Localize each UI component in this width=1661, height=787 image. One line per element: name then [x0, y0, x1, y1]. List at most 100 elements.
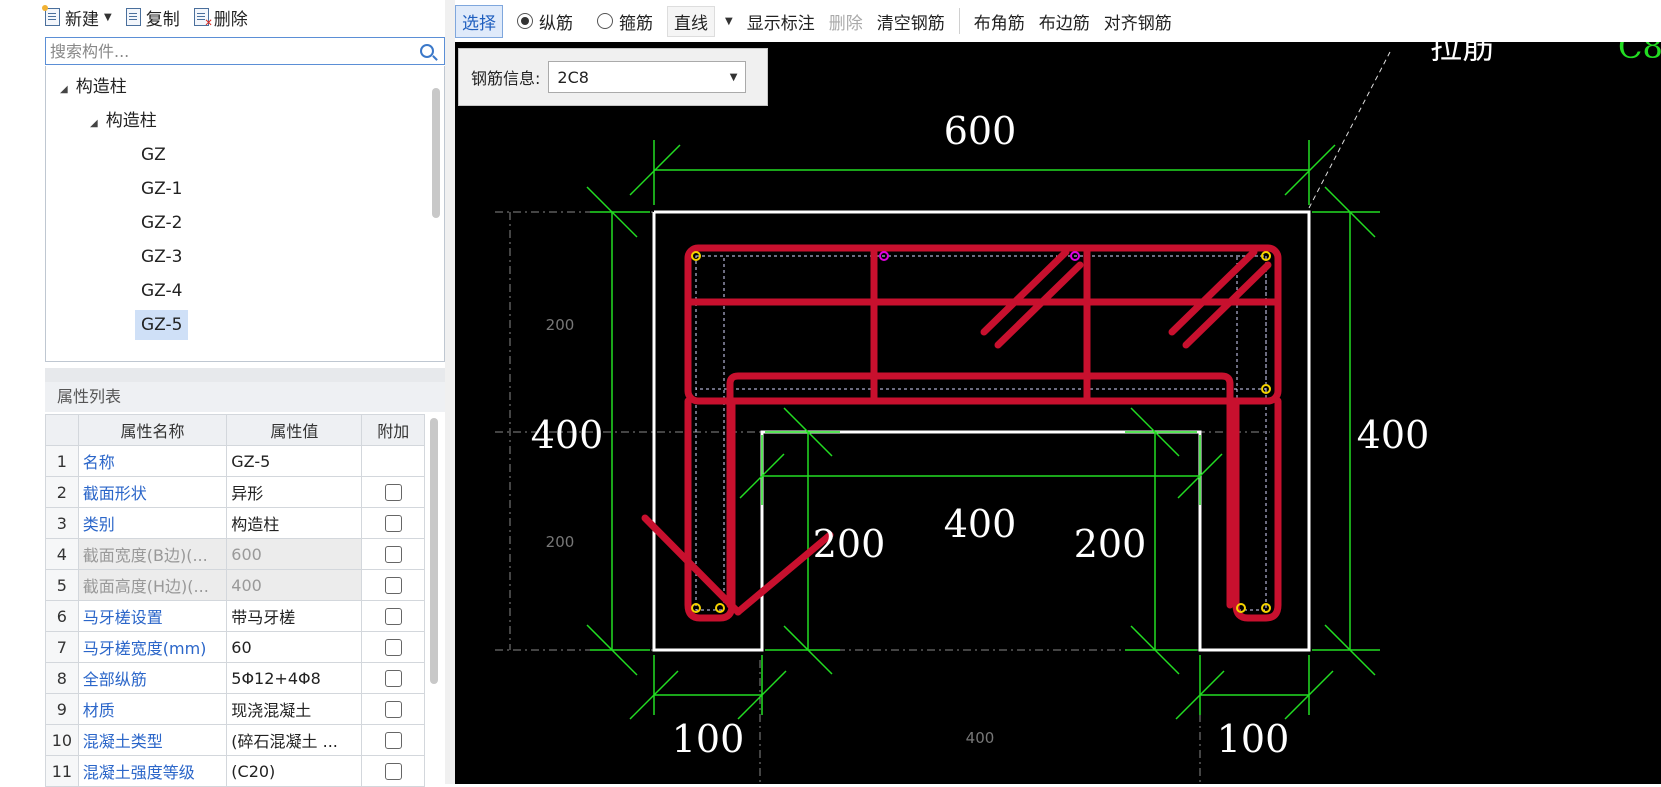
property-value[interactable]: 5Φ12+4Φ8 — [226, 662, 363, 694]
select-button[interactable]: 选择 — [455, 4, 503, 38]
tree-node-label: 构造柱 — [75, 77, 127, 97]
radio-icon — [597, 13, 613, 29]
property-value[interactable]: GZ-5 — [226, 445, 363, 477]
chevron-down-icon[interactable]: ▼ — [729, 71, 738, 83]
corner-bar-point[interactable] — [1236, 603, 1246, 613]
corner-bar-point[interactable] — [691, 603, 701, 613]
delete-button[interactable]: 删除 — [193, 5, 248, 30]
dim-text-inner-width: 400 — [944, 502, 1017, 546]
longitudinal-radio[interactable]: 纵筋 — [517, 9, 573, 34]
property-value[interactable]: 60 — [226, 631, 363, 663]
search-icon[interactable] — [420, 44, 434, 58]
stirrup-radio[interactable]: 箍筋 — [597, 9, 653, 34]
longitudinal-bars — [691, 251, 1271, 613]
chevron-down-icon[interactable]: ▼ — [104, 11, 112, 23]
properties-scrollbar[interactable] — [430, 418, 438, 684]
dim-tick — [1130, 407, 1180, 457]
dim-tick — [586, 186, 638, 238]
callout-leader — [1308, 51, 1391, 209]
tree-item-gz-3[interactable]: GZ-3 — [141, 247, 183, 267]
extra-checkbox[interactable] — [384, 483, 402, 501]
edge-rebar-button[interactable]: 布边筋 — [1038, 13, 1090, 34]
dim-tick — [1177, 453, 1223, 499]
tree-node-root[interactable]: ◢ 构造柱 — [60, 72, 127, 102]
dim-text-inner-left: 200 — [813, 522, 886, 566]
corner-bar-point[interactable] — [715, 603, 725, 613]
dim-text-bottom-right: 100 — [1217, 717, 1290, 761]
chevron-down-icon[interactable]: ▼ — [725, 15, 733, 27]
property-value[interactable]: (C20) — [226, 755, 363, 787]
drawing-canvas[interactable]: 600 400 400 400 200 200 100 100 拉筋 C8 40… — [455, 42, 1661, 784]
section-drawing[interactable]: 600 400 400 400 200 200 100 100 拉筋 C8 40… — [455, 42, 1661, 784]
corner-bar-point[interactable] — [1261, 251, 1271, 261]
corner-bar-point[interactable] — [1261, 603, 1271, 613]
property-value[interactable]: 构造柱 — [226, 507, 363, 539]
corner-rebar-button[interactable]: 布角筋 — [973, 13, 1025, 34]
property-value[interactable]: 600 — [226, 538, 363, 570]
tree-item-gz-5[interactable]: GZ-5 — [135, 310, 189, 340]
extra-checkbox[interactable] — [384, 514, 402, 532]
property-value[interactable]: 现浇混凝土 — [226, 693, 363, 725]
property-value[interactable]: 异形 — [226, 476, 363, 508]
edge-bar-point[interactable] — [879, 251, 889, 261]
new-button[interactable]: 新建 ▼ — [42, 5, 112, 30]
dim-tick — [586, 624, 638, 676]
delete-rebar-button[interactable]: 删除 — [828, 13, 863, 34]
stirrup-guide — [695, 255, 725, 611]
tree-item-gz-4[interactable]: GZ-4 — [141, 281, 183, 301]
show-labels-button[interactable]: 显示标注 — [746, 13, 815, 34]
leg-stirrup-right — [1232, 397, 1282, 622]
tree-item-gz-2[interactable]: GZ-2 — [141, 213, 183, 233]
extra-checkbox[interactable] — [384, 545, 402, 563]
clear-rebar-button[interactable]: 清空钢筋 — [876, 13, 945, 34]
tree-scrollbar[interactable] — [432, 88, 440, 218]
copy-button[interactable]: 复制 — [125, 5, 180, 30]
tree-item-gz-1[interactable]: GZ-1 — [141, 179, 183, 199]
callout-value: C8 — [1618, 42, 1661, 66]
panel-divider[interactable] — [445, 0, 455, 784]
property-name: 截面高度(H边)(... — [77, 569, 228, 601]
align-rebar-button[interactable]: 对齐钢筋 — [1103, 13, 1172, 34]
extra-checkbox[interactable] — [384, 669, 402, 687]
dim-tick — [739, 453, 785, 499]
tree-node-child[interactable]: ◢构造柱 — [90, 106, 157, 136]
copy-button-label: 复制 — [145, 9, 180, 30]
extra-checkbox[interactable] — [384, 762, 402, 780]
extra-cell — [361, 724, 425, 756]
property-name: 马牙槎设置 — [77, 600, 228, 632]
extra-checkbox[interactable] — [384, 700, 402, 718]
property-value[interactable]: (碎石混凝土 ... — [226, 724, 363, 756]
delete-icon — [193, 8, 213, 29]
extra-checkbox[interactable] — [384, 638, 402, 656]
tree-item-gz[interactable]: GZ — [141, 145, 166, 165]
panel-splitter[interactable] — [45, 368, 445, 382]
extra-cell — [361, 507, 425, 539]
search-input[interactable] — [46, 40, 420, 62]
rebar-info-select[interactable]: 2C8 ▼ — [548, 61, 747, 93]
extra-checkbox[interactable] — [384, 607, 402, 625]
corner-bar-point[interactable] — [1261, 384, 1271, 394]
edge-bar-point[interactable] — [1070, 251, 1080, 261]
collapse-triangle-icon[interactable]: ◢ — [90, 118, 98, 129]
rebars — [641, 244, 1282, 622]
line-mode-dropdown[interactable]: 直线▼ — [667, 5, 733, 37]
extra-checkbox[interactable] — [384, 731, 402, 749]
property-value[interactable]: 400 — [226, 569, 363, 601]
collapse-triangle-icon[interactable]: ◢ — [60, 84, 68, 95]
property-value[interactable]: 带马牙槎 — [226, 600, 363, 632]
extra-checkbox[interactable] — [384, 576, 402, 594]
rebar-info-label: 钢筋信息: — [471, 69, 541, 88]
corner-bar-point[interactable] — [691, 251, 701, 261]
row-number: 9 — [45, 693, 79, 725]
